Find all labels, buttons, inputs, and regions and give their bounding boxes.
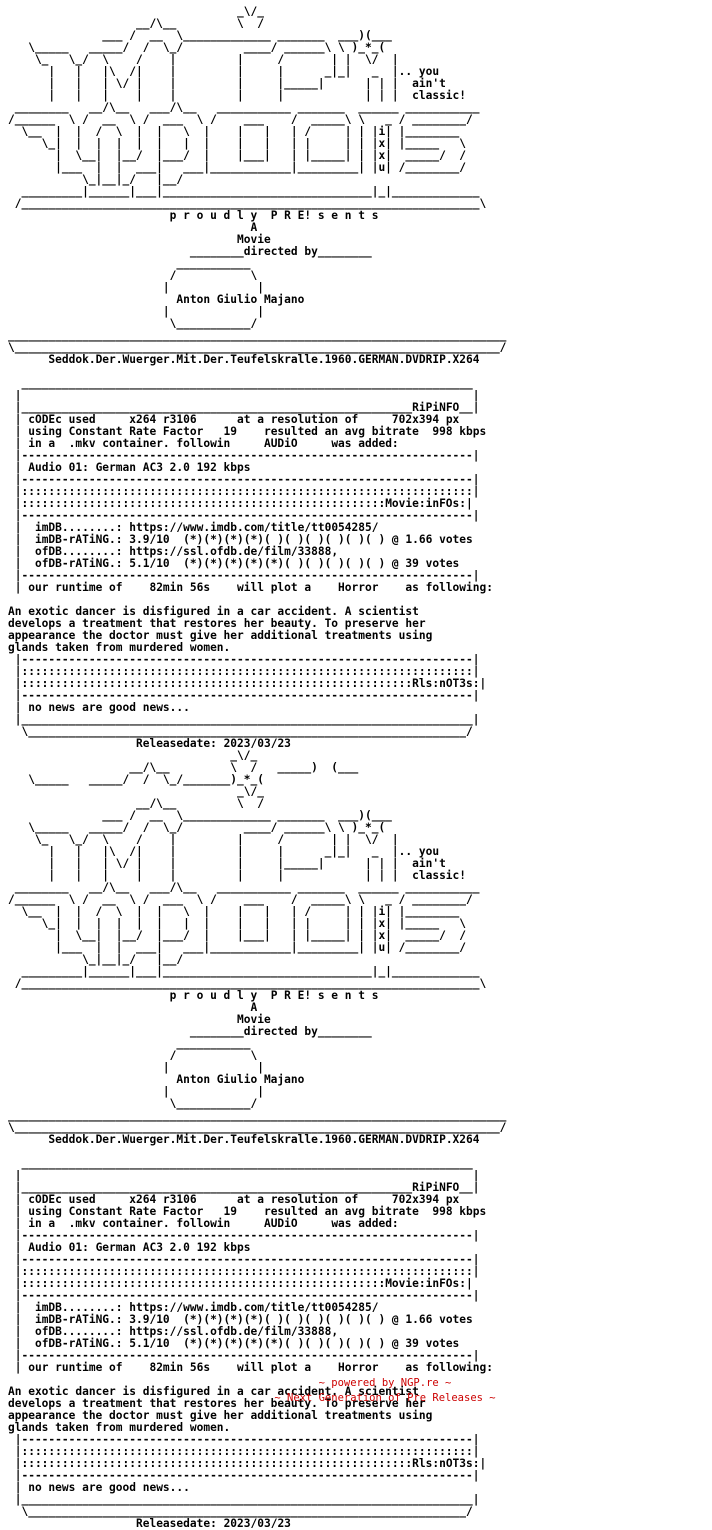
plot-text: An exotic dancer is disfigured in a car … (8, 605, 433, 654)
ofdb-line: ofDB........: https://ssl.ofdb.de/film/3… (34, 545, 339, 558)
runtime-line: our runtime of 82min 56s will plot a Hor… (28, 1361, 493, 1374)
audio-line: Audio 01: German AC3 2.0 192 kbps (28, 461, 251, 474)
movieinfo-title: Movie:inFOs (385, 1277, 460, 1290)
rule: |---------------------------------------… (8, 1349, 480, 1362)
audio-line: Audio 01: German AC3 2.0 192 kbps (28, 1241, 251, 1254)
footer: ~ powered by NGP.re ~ ~ Next Generation … (0, 1376, 712, 1406)
plot-text: An exotic dancer is disfigured in a car … (8, 1385, 433, 1434)
movie-label: Movie (237, 233, 271, 246)
imdb-line: imDB........: https://www.imdb.com/title… (34, 1301, 379, 1314)
box-bottom: |_______________________________________… (14, 1493, 480, 1518)
logo-art-middle: ________ __/\__ ___/\__ ___________ ____… (8, 101, 487, 210)
ofdb-rating-line: ofDB-rATiNG.: 5.1/10 (*)(*)(*)(*)(*)( )(… (34, 557, 460, 570)
imdb-rating-line: imDB-rATiNG.: 3.9/10 (*)(*)(*)(*)( )( )(… (34, 1313, 473, 1326)
rule: |---------------------------------------… (8, 569, 480, 582)
container-line: in a .mkv container. followin AUDiO was … (28, 1217, 399, 1230)
ofdb-line: ofDB........: https://ssl.ofdb.de/film/3… (34, 1325, 339, 1338)
presents-a: A (250, 1001, 258, 1014)
movieinfo-title: Movie:inFOs (385, 497, 460, 510)
powered-by-link[interactable]: ~ powered by NGP.re ~ (318, 1377, 452, 1389)
codec-line: cODEc used x264 r3106 at a resolution of… (28, 413, 460, 426)
notes-title: Rls:nOT3s (412, 677, 473, 690)
rule: |---------------------------------------… (8, 1253, 480, 1266)
release-name: Seddok.Der.Wuerger.Mit.Der.Teufelskralle… (48, 1133, 480, 1146)
movie-label: Movie (237, 1013, 271, 1026)
dots-row: |:::::::::::::::::::::::::::::::::::::::… (8, 485, 480, 498)
runtime-line: our runtime of 82min 56s will plot a Hor… (28, 581, 493, 594)
container-line: in a .mkv container. followin AUDiO was … (28, 437, 399, 450)
presents-a: A (250, 221, 258, 234)
ofdb-rating-line: ofDB-rATiNG.: 5.1/10 (*)(*)(*)(*)(*)( )(… (34, 1337, 460, 1350)
logo-art-repeat: _\/_ __/\__ \ / _____) (___ \_____ _____… (28, 749, 359, 786)
codec-line: cODEc used x264 r3106 at a resolution of… (28, 1193, 460, 1206)
nfo-content: _\/_ __/\__ \ / ___ / __ \_____________ … (8, 6, 507, 1530)
box-top: ________________________________________… (14, 377, 480, 402)
logo-art-top: _\/_ __/\__ \ / ___ / __ \_____________ … (28, 785, 467, 882)
dots-row: |:::::::::::::::::::::::::::::::::::::::… (8, 665, 480, 678)
imdb-rating-line: imDB-rATiNG.: 3.9/10 (*)(*)(*)(*)( )( )(… (34, 533, 473, 546)
credit-box-bottom: | | \___________/ ______________________… (8, 305, 507, 354)
rule: |---------------------------------------… (8, 449, 480, 462)
credit-box-top: ___________ / \ | | (162, 1037, 264, 1074)
director-name: Anton Giulio Majano (176, 1073, 305, 1086)
rule: |---------------------------------------… (8, 1229, 480, 1242)
ripinfo-title: RiPiNFO (412, 1181, 460, 1194)
release-date: 2023/03/23 (223, 737, 291, 750)
rule: |---------------------------------------… (8, 1289, 480, 1302)
imdb-line: imDB........: https://www.imdb.com/title… (34, 521, 379, 534)
director-name: Anton Giulio Majano (176, 293, 305, 306)
notes-text: no news are good news... (28, 701, 190, 714)
crf-line: using Constant Rate Factor 19 resulted a… (28, 1205, 487, 1218)
rule: |---------------------------------------… (8, 509, 480, 522)
presents-line: p r o u d l y P R E! s e n t s (169, 989, 379, 1002)
ripinfo-title: RiPiNFO (412, 401, 460, 414)
crf-line: using Constant Rate Factor 19 resulted a… (28, 425, 487, 438)
footer-tagline: ~ Next Generation of Pre Releases ~ (274, 1392, 496, 1404)
dots-row: |:::::::::::::::::::::::::::::::::::::::… (8, 1265, 480, 1278)
rule: |---------------------------------------… (8, 689, 480, 702)
directed-by-label: directed by (243, 245, 318, 258)
rule: |---------------------------------------… (8, 473, 480, 486)
rule: |---------------------------------------… (8, 653, 480, 666)
dots-row: |:::::::::::::::::::::::::::::::::::::::… (8, 1445, 480, 1458)
box-top: ________________________________________… (14, 1157, 480, 1182)
release-date: 2023/03/23 (223, 1517, 291, 1530)
directed-by-label: directed by (243, 1025, 318, 1038)
release-date-label: Releasedate: (135, 1517, 217, 1530)
release-date-label: Releasedate: (135, 737, 217, 750)
box-bottom: |_______________________________________… (14, 713, 480, 738)
release-name: Seddok.Der.Wuerger.Mit.Der.Teufelskralle… (48, 353, 480, 366)
credit-box-bottom: | | \___________/ ______________________… (8, 1085, 507, 1134)
credit-box-top: ___________ / \ | | (162, 257, 264, 294)
logo-art-top: _\/_ __/\__ \ / ___ / __ \_____________ … (28, 6, 467, 102)
presents-line: p r o u d l y P R E! s e n t s (169, 209, 379, 222)
logo-art-middle: ________ __/\__ ___/\__ ___________ ____… (8, 881, 487, 990)
